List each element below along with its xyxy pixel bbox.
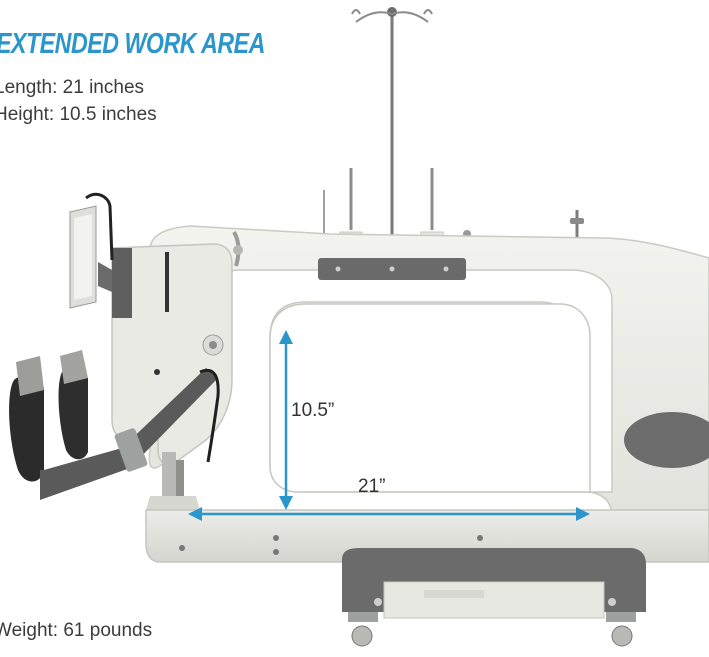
weight-spec: Weight: 61 pounds <box>0 620 153 641</box>
throat-opening <box>269 303 591 493</box>
length-dimension-arrow <box>188 507 590 521</box>
section-heading: EXTENDED WORK AREA <box>0 28 265 60</box>
needle-bar <box>146 452 200 510</box>
height-dimension-label: 10.5” <box>291 400 335 421</box>
side-badge <box>624 412 709 468</box>
height-dimension-arrow <box>279 330 293 510</box>
height-spec: Height: 10.5 inches <box>0 104 157 125</box>
handlebars <box>9 350 220 500</box>
thread-stand <box>351 7 433 256</box>
touch-screen <box>69 192 114 309</box>
length-dimension-label: 21” <box>358 476 386 497</box>
carriage-frame <box>342 548 646 647</box>
length-spec: Length: 21 inches <box>0 77 145 98</box>
